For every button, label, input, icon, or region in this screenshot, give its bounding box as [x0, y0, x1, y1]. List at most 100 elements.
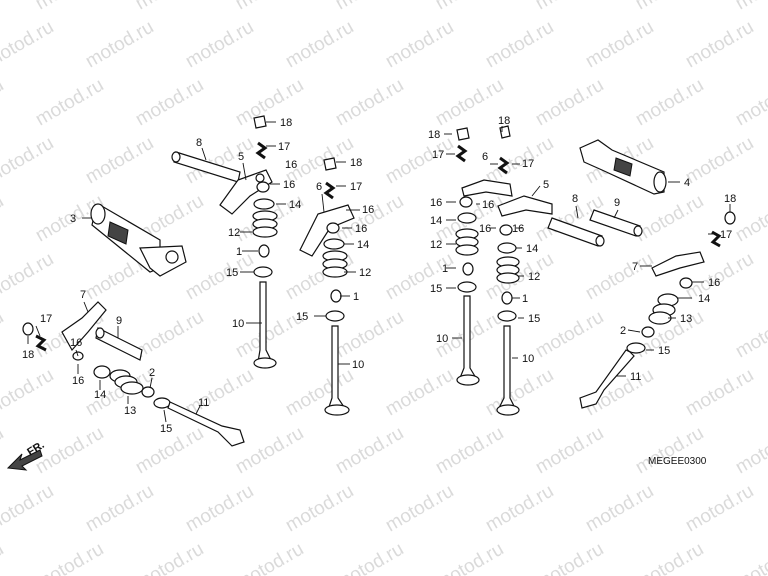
watermark-text: motod.ru	[582, 249, 657, 305]
watermark-text: motod.ru	[132, 0, 207, 14]
valve-stack-left-a	[252, 115, 278, 369]
callout-10: 10	[436, 333, 448, 345]
callout-15: 15	[528, 313, 540, 325]
watermark-text: motod.ru	[532, 0, 607, 14]
watermark-text: motod.ru	[0, 307, 7, 363]
watermark-text: motod.ru	[432, 539, 507, 576]
watermark-text: motod.ru	[632, 423, 707, 479]
callout-9: 9	[116, 315, 122, 327]
watermark-text: motod.ru	[732, 191, 768, 247]
callout-18: 18	[428, 129, 440, 141]
watermark-text: motod.ru	[482, 481, 557, 537]
callout-16: 16	[72, 375, 84, 387]
callout-7: 7	[632, 261, 638, 273]
callout-4: 4	[684, 177, 690, 189]
watermark-text: motod.ru	[382, 481, 457, 537]
watermark-text: motod.ru	[82, 17, 157, 73]
watermark-text: motod.ru	[432, 0, 507, 14]
callout-18: 18	[280, 117, 292, 129]
left-camshaft	[90, 203, 187, 277]
watermark-text: motod.ru	[732, 539, 768, 576]
watermark-text: motod.ru	[0, 365, 57, 421]
callout-6: 6	[482, 151, 488, 163]
callout-17: 17	[278, 141, 290, 153]
watermark-text: motod.ru	[382, 133, 457, 189]
callout-14: 14	[357, 239, 369, 251]
watermark-text: motod.ru	[582, 17, 657, 73]
watermark-text: motod.ru	[132, 75, 207, 131]
right-rocker-shafts	[547, 209, 643, 247]
callout-12: 12	[528, 271, 540, 283]
callout-7: 7	[80, 289, 86, 301]
callout-12: 12	[359, 267, 371, 279]
watermark-text: motod.ru	[0, 133, 57, 189]
callout-16: 16	[283, 179, 295, 191]
watermark-text: motod.ru	[0, 539, 7, 576]
diagram-code: MEGEE0300	[648, 456, 707, 467]
callout-15: 15	[430, 283, 442, 295]
callout-labels: 1817851616143121151061817161614121151079…	[22, 115, 736, 435]
watermark-text: motod.ru	[0, 17, 57, 73]
valve-stack-right-a	[455, 127, 513, 386]
callout-1: 1	[236, 246, 242, 258]
watermark-text: motod.ru	[32, 75, 107, 131]
watermark-text: motod.ru	[482, 365, 557, 421]
watermark-text: motod.ru	[682, 17, 757, 73]
watermark-text: motod.ru	[332, 75, 407, 131]
callout-16: 16	[362, 204, 374, 216]
watermark-text: motod.ru	[82, 133, 157, 189]
callout-14: 14	[94, 389, 106, 401]
watermark-text: motod.ru	[132, 539, 207, 576]
watermark-text: motod.ru	[182, 481, 257, 537]
watermark-text: motod.ru	[0, 191, 7, 247]
callout-3: 3	[70, 213, 76, 225]
callout-5: 5	[238, 151, 244, 163]
callout-16: 16	[70, 337, 82, 349]
watermark-text: motod.ru	[732, 423, 768, 479]
watermark-text: motod.ru	[282, 481, 357, 537]
valve-stack-right-b	[496, 125, 553, 416]
watermark-text: motod.ru	[82, 481, 157, 537]
right-camshaft	[579, 139, 667, 195]
callout-11: 11	[198, 397, 209, 409]
watermark-text: motod.ru	[732, 307, 768, 363]
front-arrow	[6, 449, 43, 471]
watermark-text: motod.ru	[0, 249, 57, 305]
watermark-text: motod.ru	[0, 0, 7, 14]
watermark-text: motod.ru	[632, 191, 707, 247]
callout-16: 16	[512, 223, 524, 235]
watermark-text: motod.ru	[182, 17, 257, 73]
callout-18: 18	[350, 157, 362, 169]
callout-10: 10	[522, 353, 534, 365]
valve-stack-far-left	[22, 301, 245, 447]
watermark-text: motod.ru	[482, 249, 557, 305]
valve-stack-left-b	[299, 157, 355, 416]
callout-16: 16	[355, 223, 367, 235]
callout-2: 2	[149, 367, 155, 379]
callout-14: 14	[289, 199, 301, 211]
callout-17: 17	[432, 149, 444, 161]
watermark-text: motod.ru	[532, 307, 607, 363]
watermark-text: motod.ru	[232, 539, 307, 576]
callout-2: 2	[620, 325, 626, 337]
callout-10: 10	[232, 318, 244, 330]
callout-12: 12	[228, 227, 240, 239]
callout-12: 12	[430, 239, 442, 251]
watermark-text: motod.ru	[682, 133, 757, 189]
callout-16: 16	[285, 159, 297, 171]
watermark-text: motod.ru	[432, 423, 507, 479]
callout-1: 1	[522, 293, 528, 305]
callout-8: 8	[196, 137, 202, 149]
watermark-text: motod.ru	[332, 0, 407, 14]
watermark-text: motod.ru	[382, 365, 457, 421]
callout-11: 11	[630, 371, 641, 383]
watermark-text: motod.ru	[282, 17, 357, 73]
callout-1: 1	[442, 263, 448, 275]
watermark-text: motod.ru	[0, 423, 7, 479]
watermark-text: motod.ru	[532, 539, 607, 576]
callout-16: 16	[482, 199, 494, 211]
callout-17: 17	[40, 313, 52, 325]
watermark-text: motod.ru	[432, 75, 507, 131]
